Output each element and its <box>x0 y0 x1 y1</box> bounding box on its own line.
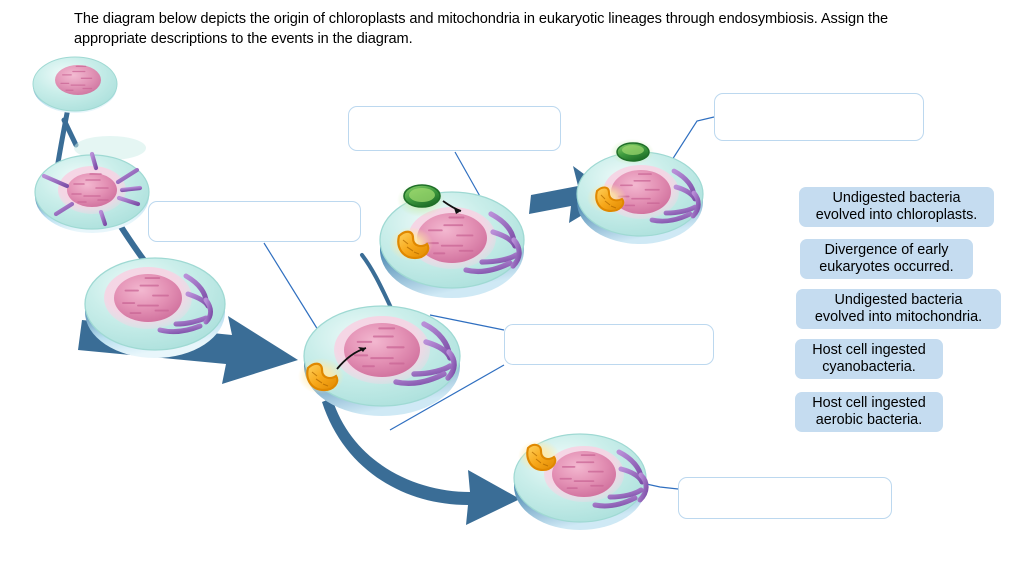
cell-eukaryote-nucleus <box>84 257 226 358</box>
answer-chip-chloroplasts[interactable]: Undigested bacteria evolved into chlorop… <box>799 187 994 227</box>
answer-chip-cyanobacteria[interactable]: Host cell ingested cyanobacteria. <box>795 339 943 379</box>
answer-chip-aerobic[interactable]: Host cell ingested aerobic bacteria. <box>795 392 943 432</box>
drop-target-mitochondria-origin[interactable] <box>678 477 892 519</box>
answer-chip-divergence[interactable]: Divergence of early eukaryotes occurred. <box>800 239 973 279</box>
answer-chip-mitochondria[interactable]: Undigested bacteria evolved into mitocho… <box>796 289 1001 329</box>
cell-ingesting-cyano <box>379 183 525 298</box>
cell-plant-lineage <box>576 139 704 244</box>
cell-animal-lineage <box>513 433 649 530</box>
drop-target-divergence[interactable] <box>148 201 361 242</box>
cell-prokaryote <box>32 56 146 160</box>
question-prompt: The diagram below depicts the origin of … <box>74 11 889 47</box>
cell-early-eukaryote <box>34 151 150 233</box>
cell-ingesting-aerobe <box>298 305 461 416</box>
drop-target-chloroplast-origin[interactable] <box>714 93 924 141</box>
drop-target-ingest-aerobic[interactable] <box>504 324 714 365</box>
drop-target-ingest-cyanobacteria[interactable] <box>348 106 561 151</box>
